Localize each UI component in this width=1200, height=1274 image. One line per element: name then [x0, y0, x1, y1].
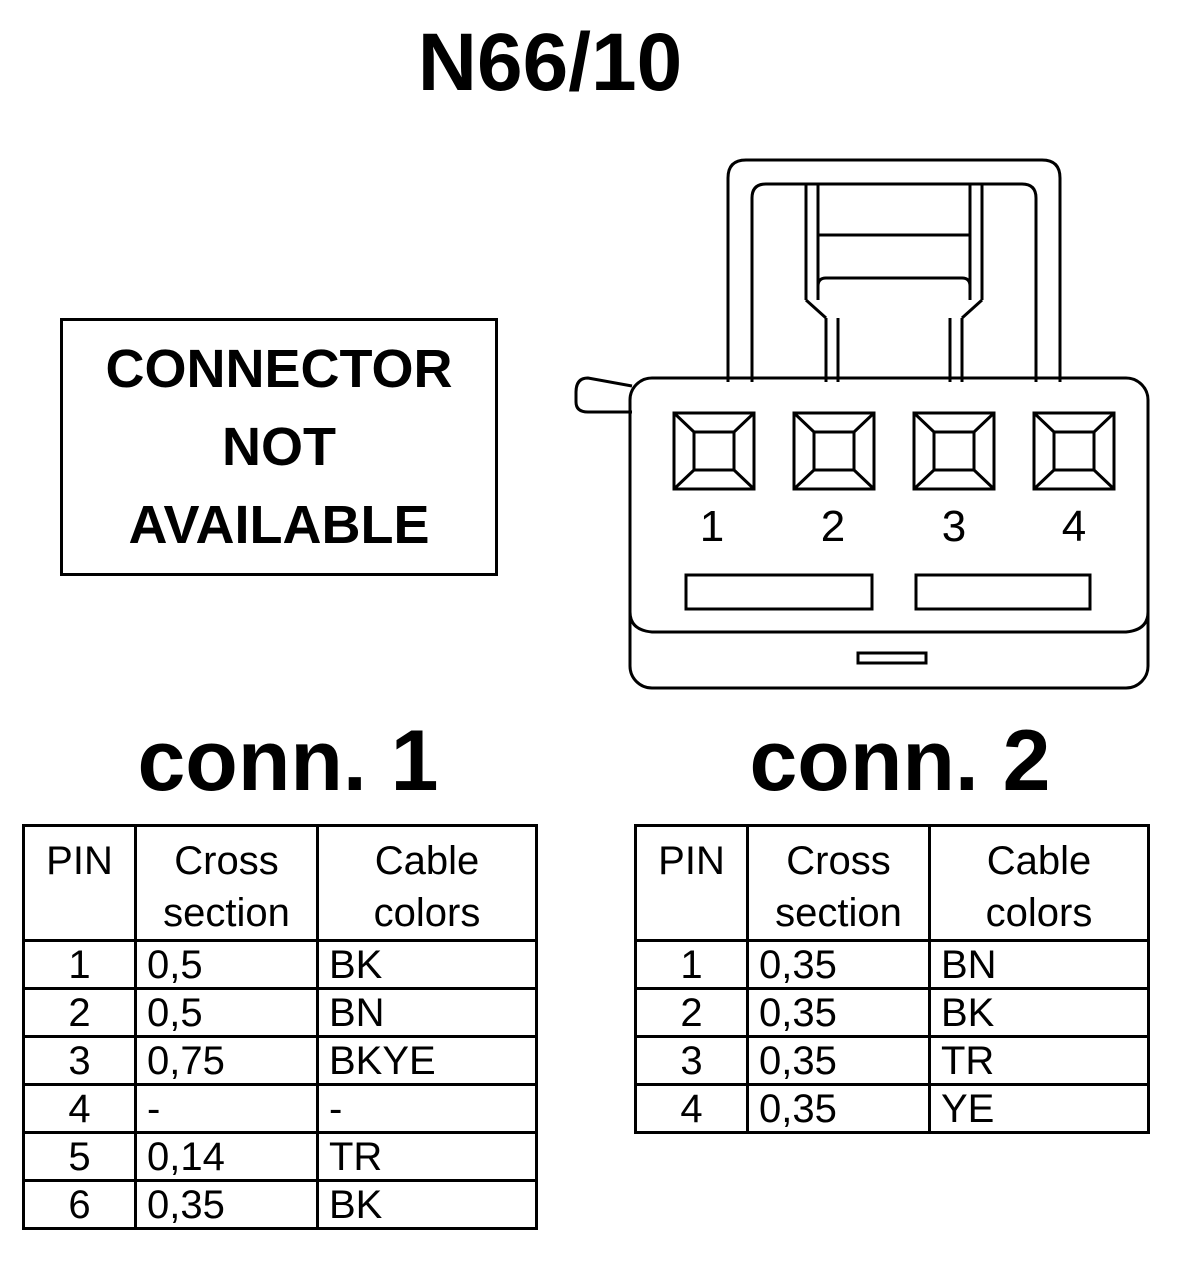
cross-section-cell: 0,35	[134, 1179, 319, 1230]
cross-section-cell: 0,35	[746, 939, 931, 990]
connector-slot	[684, 573, 874, 611]
cable-color-cell: BK	[928, 987, 1150, 1038]
header-cable-label: Cable	[374, 839, 480, 883]
notice-line-1: CONNECTOR	[105, 339, 453, 399]
cable-color-cell: BN	[928, 939, 1150, 990]
connector-latch	[726, 158, 1062, 382]
connector-side-tab	[574, 376, 633, 414]
conn2-heading: conn. 2	[749, 713, 1051, 809]
conn1-heading: conn. 1	[137, 713, 439, 809]
pin-cell: 1	[634, 939, 749, 990]
pin-cell: 4	[22, 1083, 137, 1134]
cable-color-cell: BK	[316, 1179, 538, 1230]
cross-section-cell: -	[134, 1083, 319, 1134]
cable-color-cell: -	[316, 1083, 538, 1134]
header-pin: PIN	[634, 824, 749, 942]
connector-body-ledge	[628, 611, 1150, 634]
pin-socket	[912, 411, 996, 491]
cable-color-cell: YE	[928, 1083, 1150, 1134]
cross-section-cell: 0,5	[134, 939, 319, 990]
cable-color-cell: BKYE	[316, 1035, 538, 1086]
header-section-label: section	[775, 891, 902, 935]
header-pin-label: PIN	[46, 839, 113, 883]
header-cable-colors: Cable colors	[316, 824, 538, 942]
pin-socket	[672, 411, 756, 491]
header-cross-section: Cross section	[134, 824, 319, 942]
header-section-label: section	[163, 891, 290, 935]
cable-color-cell: BK	[316, 939, 538, 990]
cross-section-cell: 0,14	[134, 1131, 319, 1182]
header-colors-label: colors	[985, 891, 1093, 935]
pin-cell: 3	[634, 1035, 749, 1086]
header-cable-colors: Cable colors	[928, 824, 1150, 942]
pin-cell: 2	[22, 987, 137, 1038]
cable-color-cell: TR	[316, 1131, 538, 1182]
connector-bottom-slot	[856, 651, 928, 665]
pin-number-label: 1	[700, 502, 724, 551]
header-pin-label: PIN	[658, 839, 725, 883]
connector-not-available-notice: CONNECTOR NOT AVAILABLE	[60, 318, 498, 576]
pin-cell: 3	[22, 1035, 137, 1086]
pin-socket	[1032, 411, 1116, 491]
pin-number-label: 3	[942, 502, 966, 551]
pin-cell: 2	[634, 987, 749, 1038]
cable-color-cell: TR	[928, 1035, 1150, 1086]
page-title: N66/10	[417, 17, 683, 108]
cross-section-cell: 0,35	[746, 1035, 931, 1086]
cable-color-cell: BN	[316, 987, 538, 1038]
pin-socket	[792, 411, 876, 491]
cross-section-cell: 0,35	[746, 1083, 931, 1134]
header-cross-section: Cross section	[746, 824, 931, 942]
pin-cell: 1	[22, 939, 137, 990]
cross-section-cell: 0,5	[134, 987, 319, 1038]
table-row: 4--	[22, 1083, 538, 1134]
pin-number-label: 4	[1062, 502, 1086, 551]
header-cross-label: Cross	[786, 839, 891, 883]
header-colors-label: colors	[373, 891, 481, 935]
pin-cell: 5	[22, 1131, 137, 1182]
cross-section-cell: 0,75	[134, 1035, 319, 1086]
header-cable-label: Cable	[986, 839, 1092, 883]
header-pin: PIN	[22, 824, 137, 942]
pin-cell: 4	[634, 1083, 749, 1134]
cross-section-cell: 0,35	[746, 987, 931, 1038]
pin-cell: 6	[22, 1179, 137, 1230]
connector-slot	[914, 573, 1092, 611]
pin-number-label: 2	[821, 502, 845, 551]
connector-drawing: 1 2 3 4	[574, 158, 1150, 690]
notice-line-2: NOT	[222, 417, 336, 477]
notice-line-3: AVAILABLE	[128, 495, 430, 555]
table-header-row: PIN Cross section Cable colors	[634, 824, 1150, 942]
header-cross-label: Cross	[174, 839, 279, 883]
table-header-row: PIN Cross section Cable colors	[22, 824, 538, 942]
connector-body	[628, 376, 1150, 690]
